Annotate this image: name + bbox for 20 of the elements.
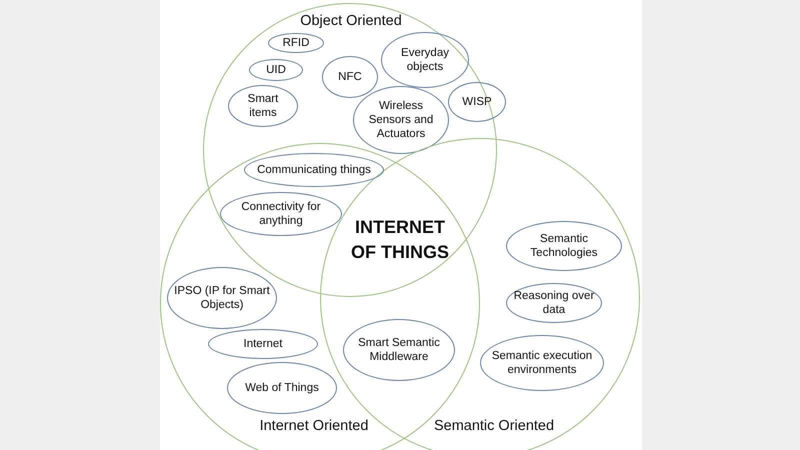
concept-ellipse: Smart items [228,85,298,127]
circle-title: Object Oriented [300,13,402,29]
concept-ellipse: Communicating things [244,153,384,187]
concept-ellipse: RFID [268,33,324,53]
concept-ellipse: Web of Things [227,362,337,414]
concept-ellipse: Reasoning over data [506,283,602,323]
concept-ellipse: Wireless Sensors and Actuators [353,86,449,154]
concept-ellipse: Semantic execution environments [480,335,604,391]
circle-title: Semantic Oriented [434,418,554,434]
concept-ellipse: NFC [322,56,378,98]
center-title: INTERNET OF THINGS [350,216,450,264]
concept-ellipse: Semantic Technologies [506,221,622,271]
concept-ellipse: Smart Semantic Middleware [343,319,455,381]
concept-ellipse: Everyday objects [381,32,469,88]
concept-ellipse: Internet [208,329,318,359]
concept-ellipse: UID [249,59,303,81]
circle-title: Internet Oriented [260,418,368,434]
concept-ellipse: Connectivity for anything [220,192,342,236]
concept-ellipse: IPSO (IP for Smart Objects) [167,267,277,329]
concept-ellipse: WISP [448,82,506,122]
